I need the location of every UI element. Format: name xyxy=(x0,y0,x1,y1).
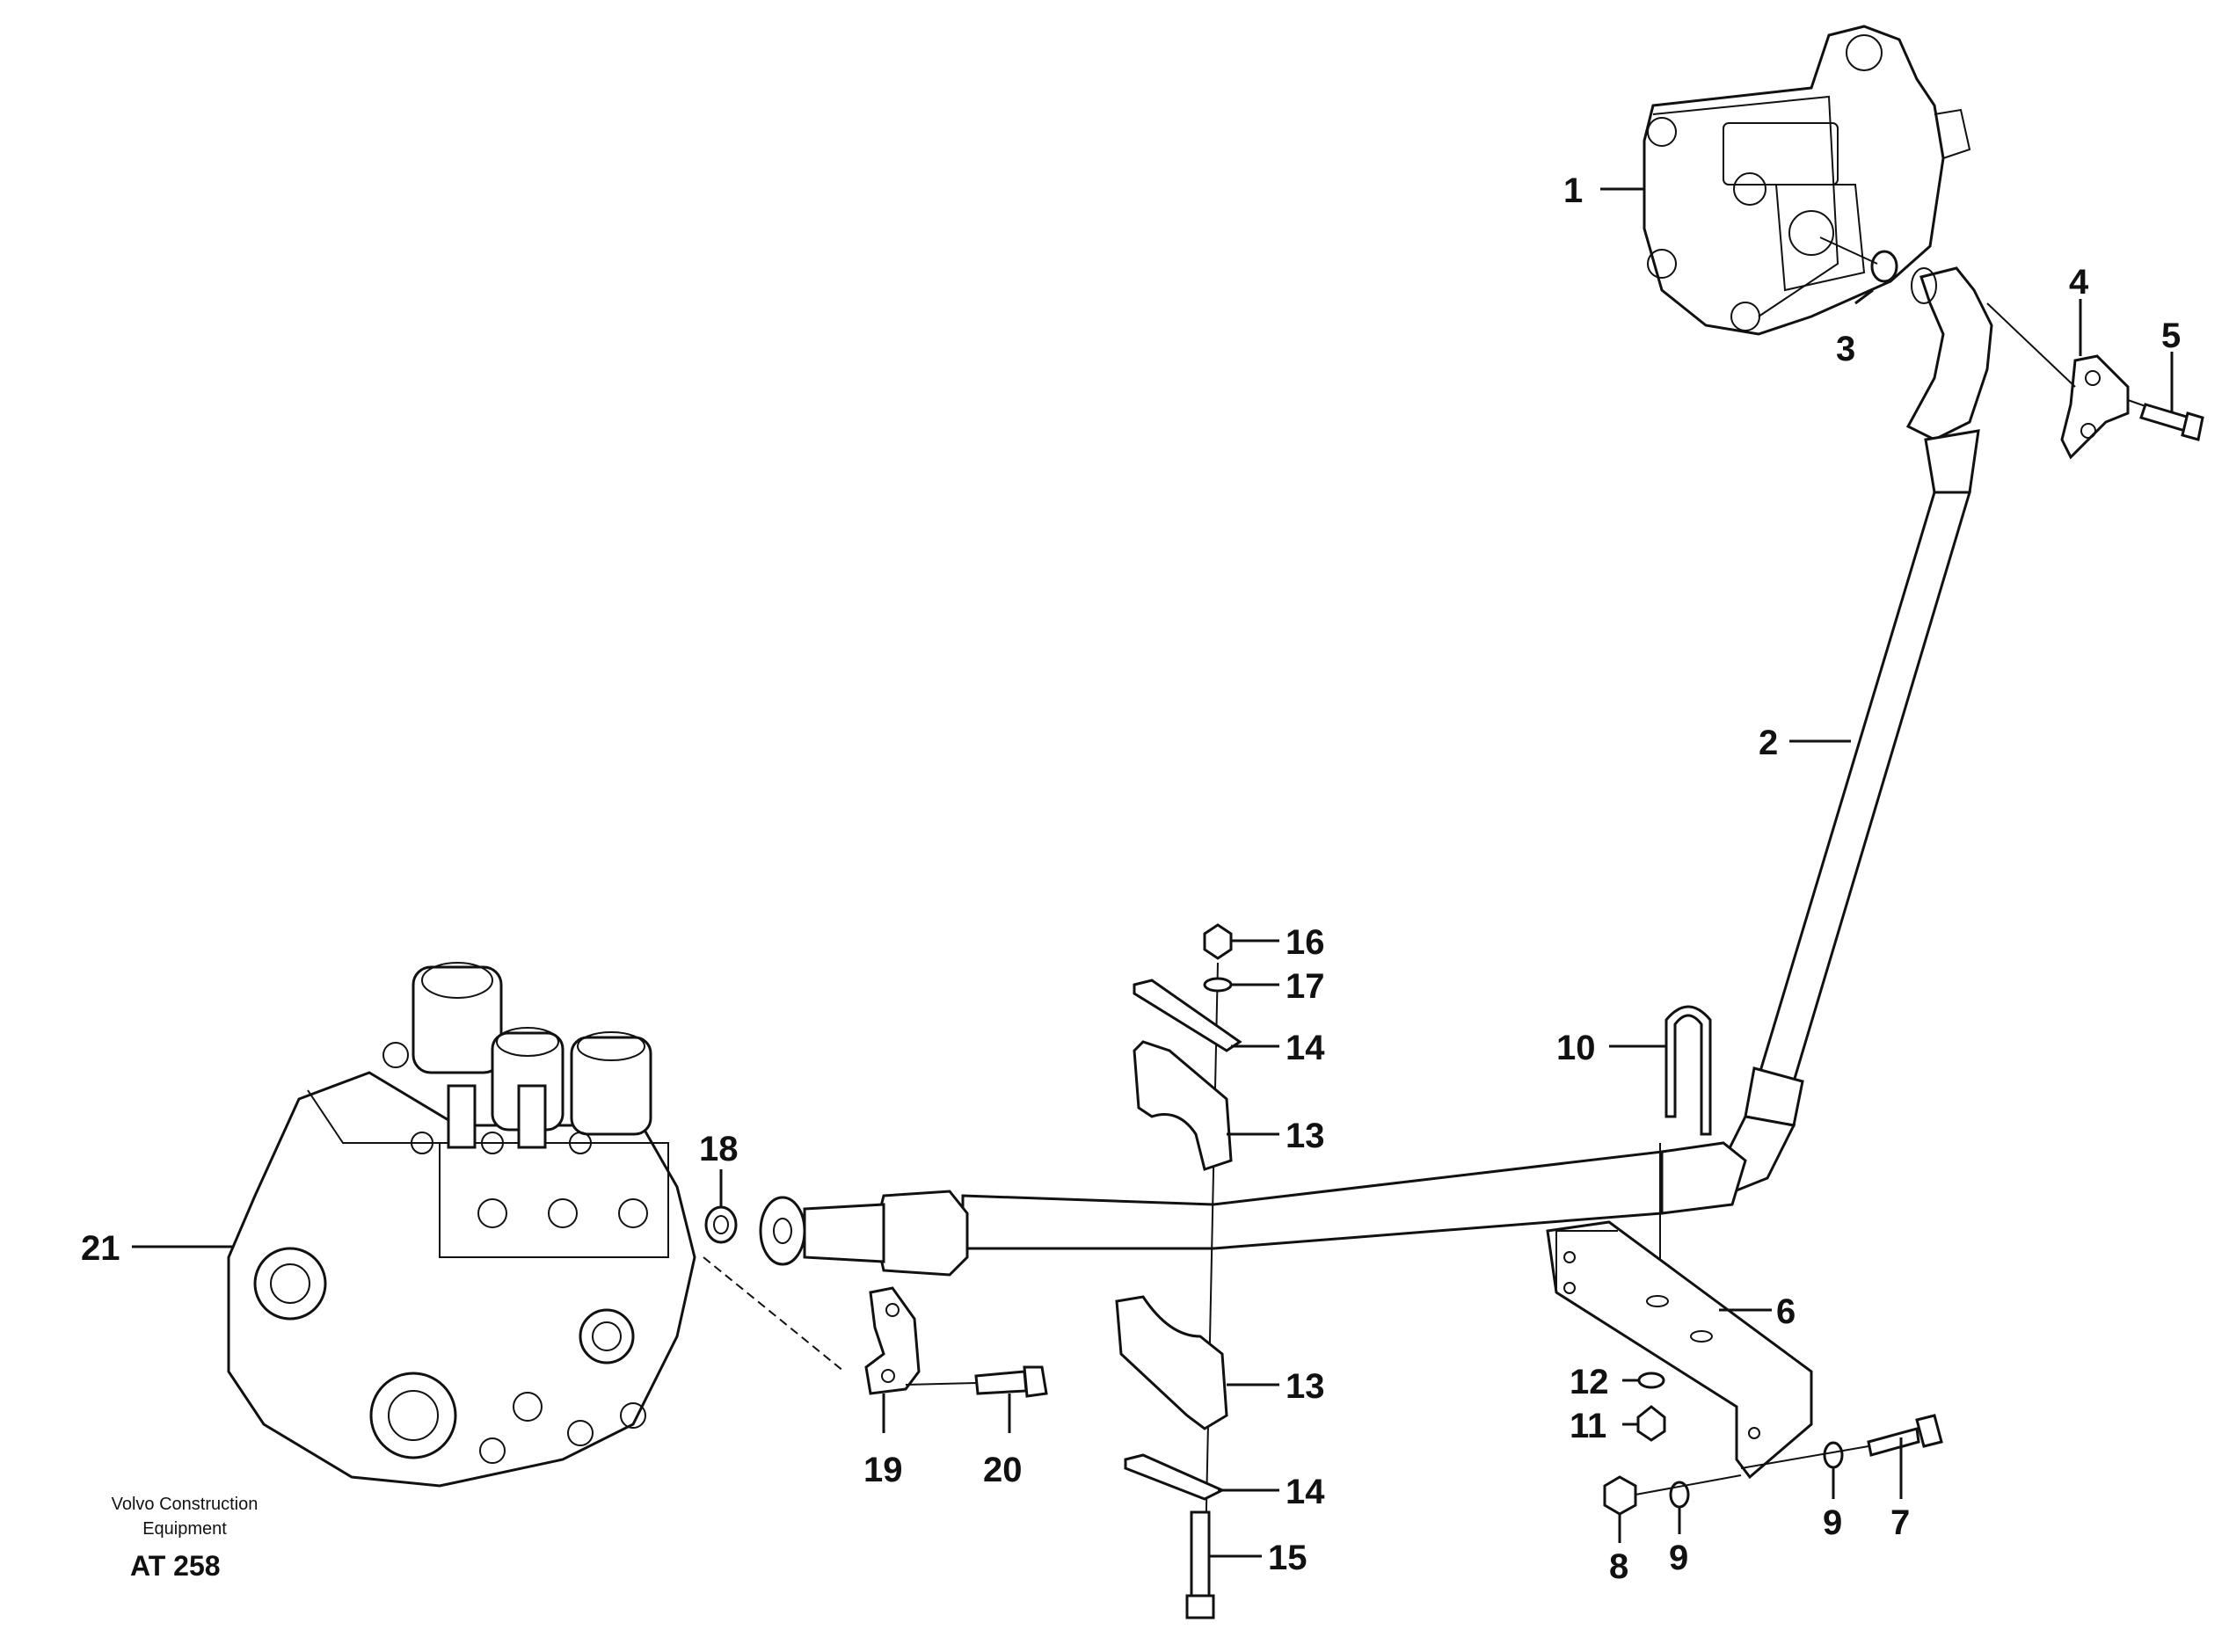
hydraulic-pipe xyxy=(759,266,1993,1277)
callout-11: 11 xyxy=(1570,1407,1606,1445)
callout-13b: 13 xyxy=(1286,1367,1325,1406)
caption-line-2: Equipment xyxy=(142,1519,227,1539)
assembly-line-7 xyxy=(1740,1445,1869,1469)
caption-line-1: Volvo Construction xyxy=(112,1495,259,1514)
callout-17: 17 xyxy=(1286,967,1325,1006)
washer-12 xyxy=(1637,1372,1665,1389)
nut-11 xyxy=(1636,1405,1666,1442)
assembly-line-4 xyxy=(1986,302,2076,388)
callout-21: 21 xyxy=(81,1229,120,1268)
screw-20 xyxy=(974,1365,1048,1398)
callout-8: 8 xyxy=(1609,1547,1628,1586)
flange-half-4 xyxy=(2060,354,2130,460)
washer-9a xyxy=(1823,1441,1844,1469)
callout-9b: 9 xyxy=(1669,1539,1688,1577)
callout-9a: 9 xyxy=(1823,1503,1842,1542)
callout-6: 6 xyxy=(1776,1292,1796,1331)
callout-19: 19 xyxy=(863,1451,903,1489)
callout-1: 1 xyxy=(1563,171,1583,210)
assembly-line-20 xyxy=(905,1382,977,1386)
assembly-line-19 xyxy=(703,1256,845,1372)
leader-3 xyxy=(1854,288,1874,305)
o-ring-3 xyxy=(1870,250,1898,283)
clamp-half-13a xyxy=(1133,1040,1233,1171)
screw-15 xyxy=(1185,1510,1215,1619)
callout-20: 20 xyxy=(983,1451,1023,1489)
callout-10: 10 xyxy=(1556,1029,1596,1067)
screw-7 xyxy=(1867,1414,1943,1457)
callout-3: 3 xyxy=(1836,330,1855,368)
screw-5 xyxy=(2139,403,2204,441)
callout-13a: 13 xyxy=(1286,1117,1325,1155)
bracket-6 xyxy=(1546,1220,1813,1480)
flange-half-19 xyxy=(864,1286,921,1395)
hydraulic-pump xyxy=(1643,25,1971,336)
callout-5: 5 xyxy=(2161,317,2181,355)
callout-16: 16 xyxy=(1286,923,1325,962)
nut-8 xyxy=(1603,1475,1637,1516)
clamp-half-13b xyxy=(1115,1295,1228,1430)
u-bolt-10 xyxy=(1664,1005,1712,1136)
nut-16 xyxy=(1203,923,1233,960)
control-valve xyxy=(227,962,696,1488)
callout-2: 2 xyxy=(1759,724,1778,762)
callout-15: 15 xyxy=(1268,1539,1308,1577)
callout-12: 12 xyxy=(1570,1363,1609,1401)
assembly-line-8 xyxy=(1635,1474,1742,1496)
diagram-code: AT 258 xyxy=(130,1550,221,1582)
callout-14a: 14 xyxy=(1286,1029,1325,1067)
callout-7: 7 xyxy=(1890,1503,1910,1542)
callout-14b: 14 xyxy=(1286,1473,1325,1511)
washer-17 xyxy=(1203,977,1233,993)
clamp-plate-14b xyxy=(1124,1453,1226,1501)
assembly-line-pump xyxy=(1819,237,1878,265)
washer-9b xyxy=(1669,1481,1690,1509)
callout-18: 18 xyxy=(699,1130,739,1168)
o-ring-18 xyxy=(704,1205,738,1244)
assembly-line-5 xyxy=(2127,399,2146,407)
callout-4: 4 xyxy=(2069,263,2089,302)
